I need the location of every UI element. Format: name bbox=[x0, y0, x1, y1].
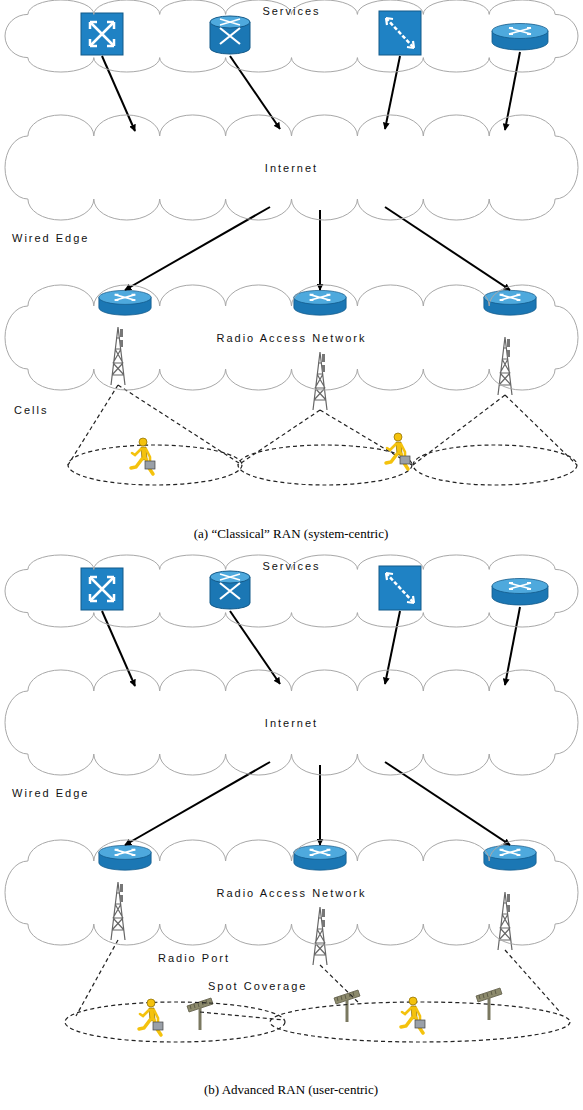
network-cloud: Radio Access Network bbox=[5, 285, 578, 390]
network-cloud: Radio Access Network bbox=[5, 840, 578, 945]
subfigure-caption: (a) “Classical” RAN (system-centric) bbox=[194, 526, 389, 542]
link-arrow bbox=[102, 56, 135, 131]
network-cloud: Internet bbox=[5, 670, 578, 775]
network-cloud: Services bbox=[5, 0, 578, 72]
link-arrow bbox=[319, 210, 321, 290]
region-label: Wired Edge bbox=[12, 787, 89, 799]
cloud-shape bbox=[5, 555, 578, 627]
region-label: Wired Edge bbox=[12, 232, 89, 244]
link-arrow bbox=[505, 607, 520, 685]
cloud-shape bbox=[5, 670, 578, 775]
link-arrow bbox=[230, 611, 280, 684]
network-cloud: Services bbox=[5, 555, 578, 627]
cloud-label: Internet bbox=[265, 717, 318, 729]
component-label: Radio Port bbox=[158, 952, 230, 964]
cloud-label: Services bbox=[262, 560, 320, 572]
cloud-shape bbox=[5, 840, 578, 945]
link-arrow bbox=[319, 765, 321, 845]
cloud-label: Radio Access Network bbox=[216, 332, 366, 344]
cloud-shape bbox=[5, 285, 578, 390]
cloud-shape bbox=[5, 115, 578, 220]
component-label: Spot Coverage bbox=[208, 980, 307, 992]
cloud-label: Radio Access Network bbox=[216, 887, 366, 899]
subfigure-caption: (b) Advanced RAN (user-centric) bbox=[204, 1082, 378, 1098]
link-arrow bbox=[102, 611, 135, 686]
cloud-label: Services bbox=[262, 5, 320, 17]
network-cloud: Internet bbox=[5, 115, 578, 220]
link-arrow bbox=[505, 52, 520, 130]
link-arrow bbox=[385, 56, 400, 129]
link-arrow bbox=[230, 56, 280, 129]
region-label: Cells bbox=[14, 404, 48, 416]
cloud-label: Internet bbox=[265, 162, 318, 174]
cloud-shape bbox=[5, 0, 578, 72]
link-arrow bbox=[385, 611, 400, 684]
